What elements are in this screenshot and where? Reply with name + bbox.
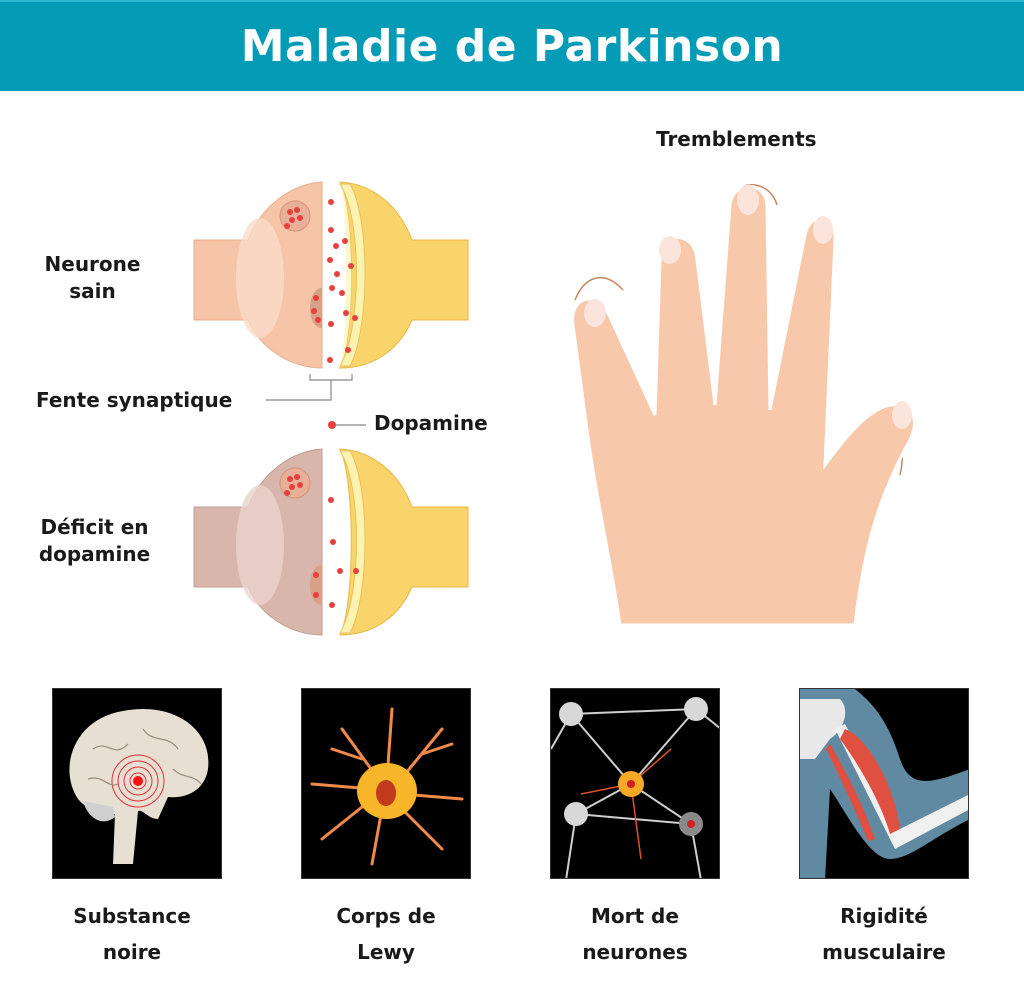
- brain-icon: [69, 708, 209, 864]
- trembling-hand-icon: [571, 184, 916, 627]
- healthy-label-line2: sain: [69, 279, 116, 303]
- title-banner: Maladie de Parkinson: [0, 0, 1024, 91]
- deficit-label: Déficit en dopamine: [22, 514, 167, 568]
- page-title: Maladie de Parkinson: [240, 21, 784, 72]
- arm-muscle-icon: [800, 689, 968, 878]
- deficit-synapse-illustration: [193, 448, 469, 636]
- neuron-icon: [310, 707, 464, 866]
- caption-line1: Substance: [73, 904, 191, 928]
- dopamine-label: Dopamine: [374, 411, 488, 435]
- muscle-rigidity-tile: [799, 688, 969, 879]
- synaptic-cleft-label: Fente synaptique: [36, 388, 233, 412]
- synaptic-cleft-bracket: [266, 374, 353, 401]
- symptom-caption-neuron-death: Mort de neurones: [535, 898, 735, 970]
- caption-line2: musculaire: [822, 940, 946, 964]
- caption-line1: Mort de: [591, 904, 679, 928]
- caption-line1: Rigidité: [840, 904, 928, 928]
- dopamine-legend-icon: [328, 421, 366, 429]
- symptom-caption-substantia-nigra: Substance noire: [32, 898, 232, 970]
- healthy-label-line1: Neurone: [44, 252, 141, 276]
- symptom-caption-lewy-bodies: Corps de Lewy: [286, 898, 486, 970]
- lewy-bodies-tile: [301, 688, 471, 879]
- substantia-nigra-tile: [52, 688, 222, 879]
- deficit-label-line2: dopamine: [38, 542, 151, 566]
- neuron-network-icon: [551, 697, 719, 878]
- caption-line1: Corps de: [336, 904, 436, 928]
- caption-line2: neurones: [582, 940, 688, 964]
- symptom-caption-muscle-rigidity: Rigidité musculaire: [784, 898, 984, 970]
- healthy-neuron-label: Neurone sain: [30, 251, 155, 305]
- healthy-synapse-illustration: [193, 181, 469, 369]
- deficit-label-line1: Déficit en: [40, 515, 149, 539]
- tremor-label: Tremblements: [656, 127, 817, 151]
- neuron-death-tile: [550, 688, 720, 879]
- caption-line2: Lewy: [357, 940, 415, 964]
- caption-line2: noire: [102, 940, 162, 964]
